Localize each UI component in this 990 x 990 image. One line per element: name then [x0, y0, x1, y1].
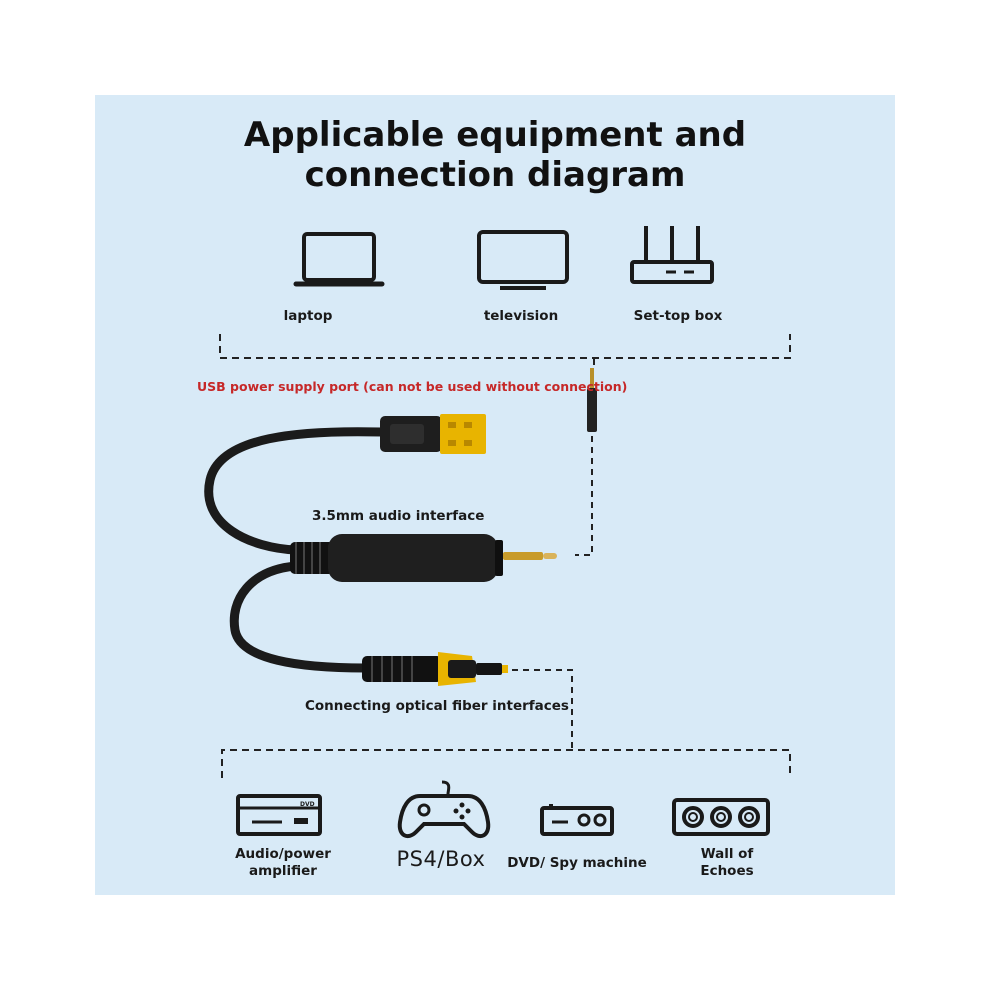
optical-dashed-line: [512, 669, 573, 748]
diagram-panel: [95, 95, 895, 895]
television-icon: [477, 230, 569, 290]
usb-port-label: USB power supply port (can not be used w…: [197, 379, 628, 394]
dvd-tag-text: DVD: [300, 801, 315, 808]
jack-dashed-line: [575, 436, 593, 556]
gamepad-icon: [397, 780, 491, 839]
device-label-dvd: DVD/ Spy machine: [507, 855, 647, 871]
device-label-television: television: [483, 308, 559, 324]
device-label-set-top-box: Set-top box: [633, 308, 723, 324]
router-box-icon: [630, 226, 714, 284]
laptop-icon: [293, 232, 385, 287]
audio-interface-label: 3.5mm audio interface: [312, 508, 485, 524]
top-dashed-bracket: [219, 334, 791, 370]
title-line-1: Applicable equipment and: [243, 115, 747, 155]
audio-jack-plug: [587, 368, 597, 432]
device-label-laptop: laptop: [283, 308, 333, 324]
dvd-player-icon: [540, 804, 614, 836]
speaker-wall-icon: [672, 798, 770, 836]
device-label-speaker-wall: Wall of Echoes: [672, 846, 782, 880]
optical-interface-label: Connecting optical fiber interfaces: [305, 698, 569, 714]
optical-plug: [362, 652, 508, 686]
device-label-amplifier: Audio/power amplifier: [228, 846, 338, 880]
usb-plug: [380, 414, 486, 454]
bottom-dashed-bracket: [221, 749, 791, 778]
title-line-2: connection diagram: [304, 155, 686, 195]
device-label-amplifier-line2: amplifier: [249, 863, 317, 879]
cable: [204, 427, 387, 673]
device-label-speaker-wall-line1: Wall of: [700, 846, 754, 862]
device-label-amplifier-line1: Audio/power: [235, 846, 331, 862]
audio-adapter-body: [290, 534, 557, 582]
device-label-speaker-wall-line2: Echoes: [700, 863, 754, 879]
device-label-ps4: PS4/Box: [396, 847, 486, 871]
amplifier-icon: DVD: [236, 794, 322, 836]
